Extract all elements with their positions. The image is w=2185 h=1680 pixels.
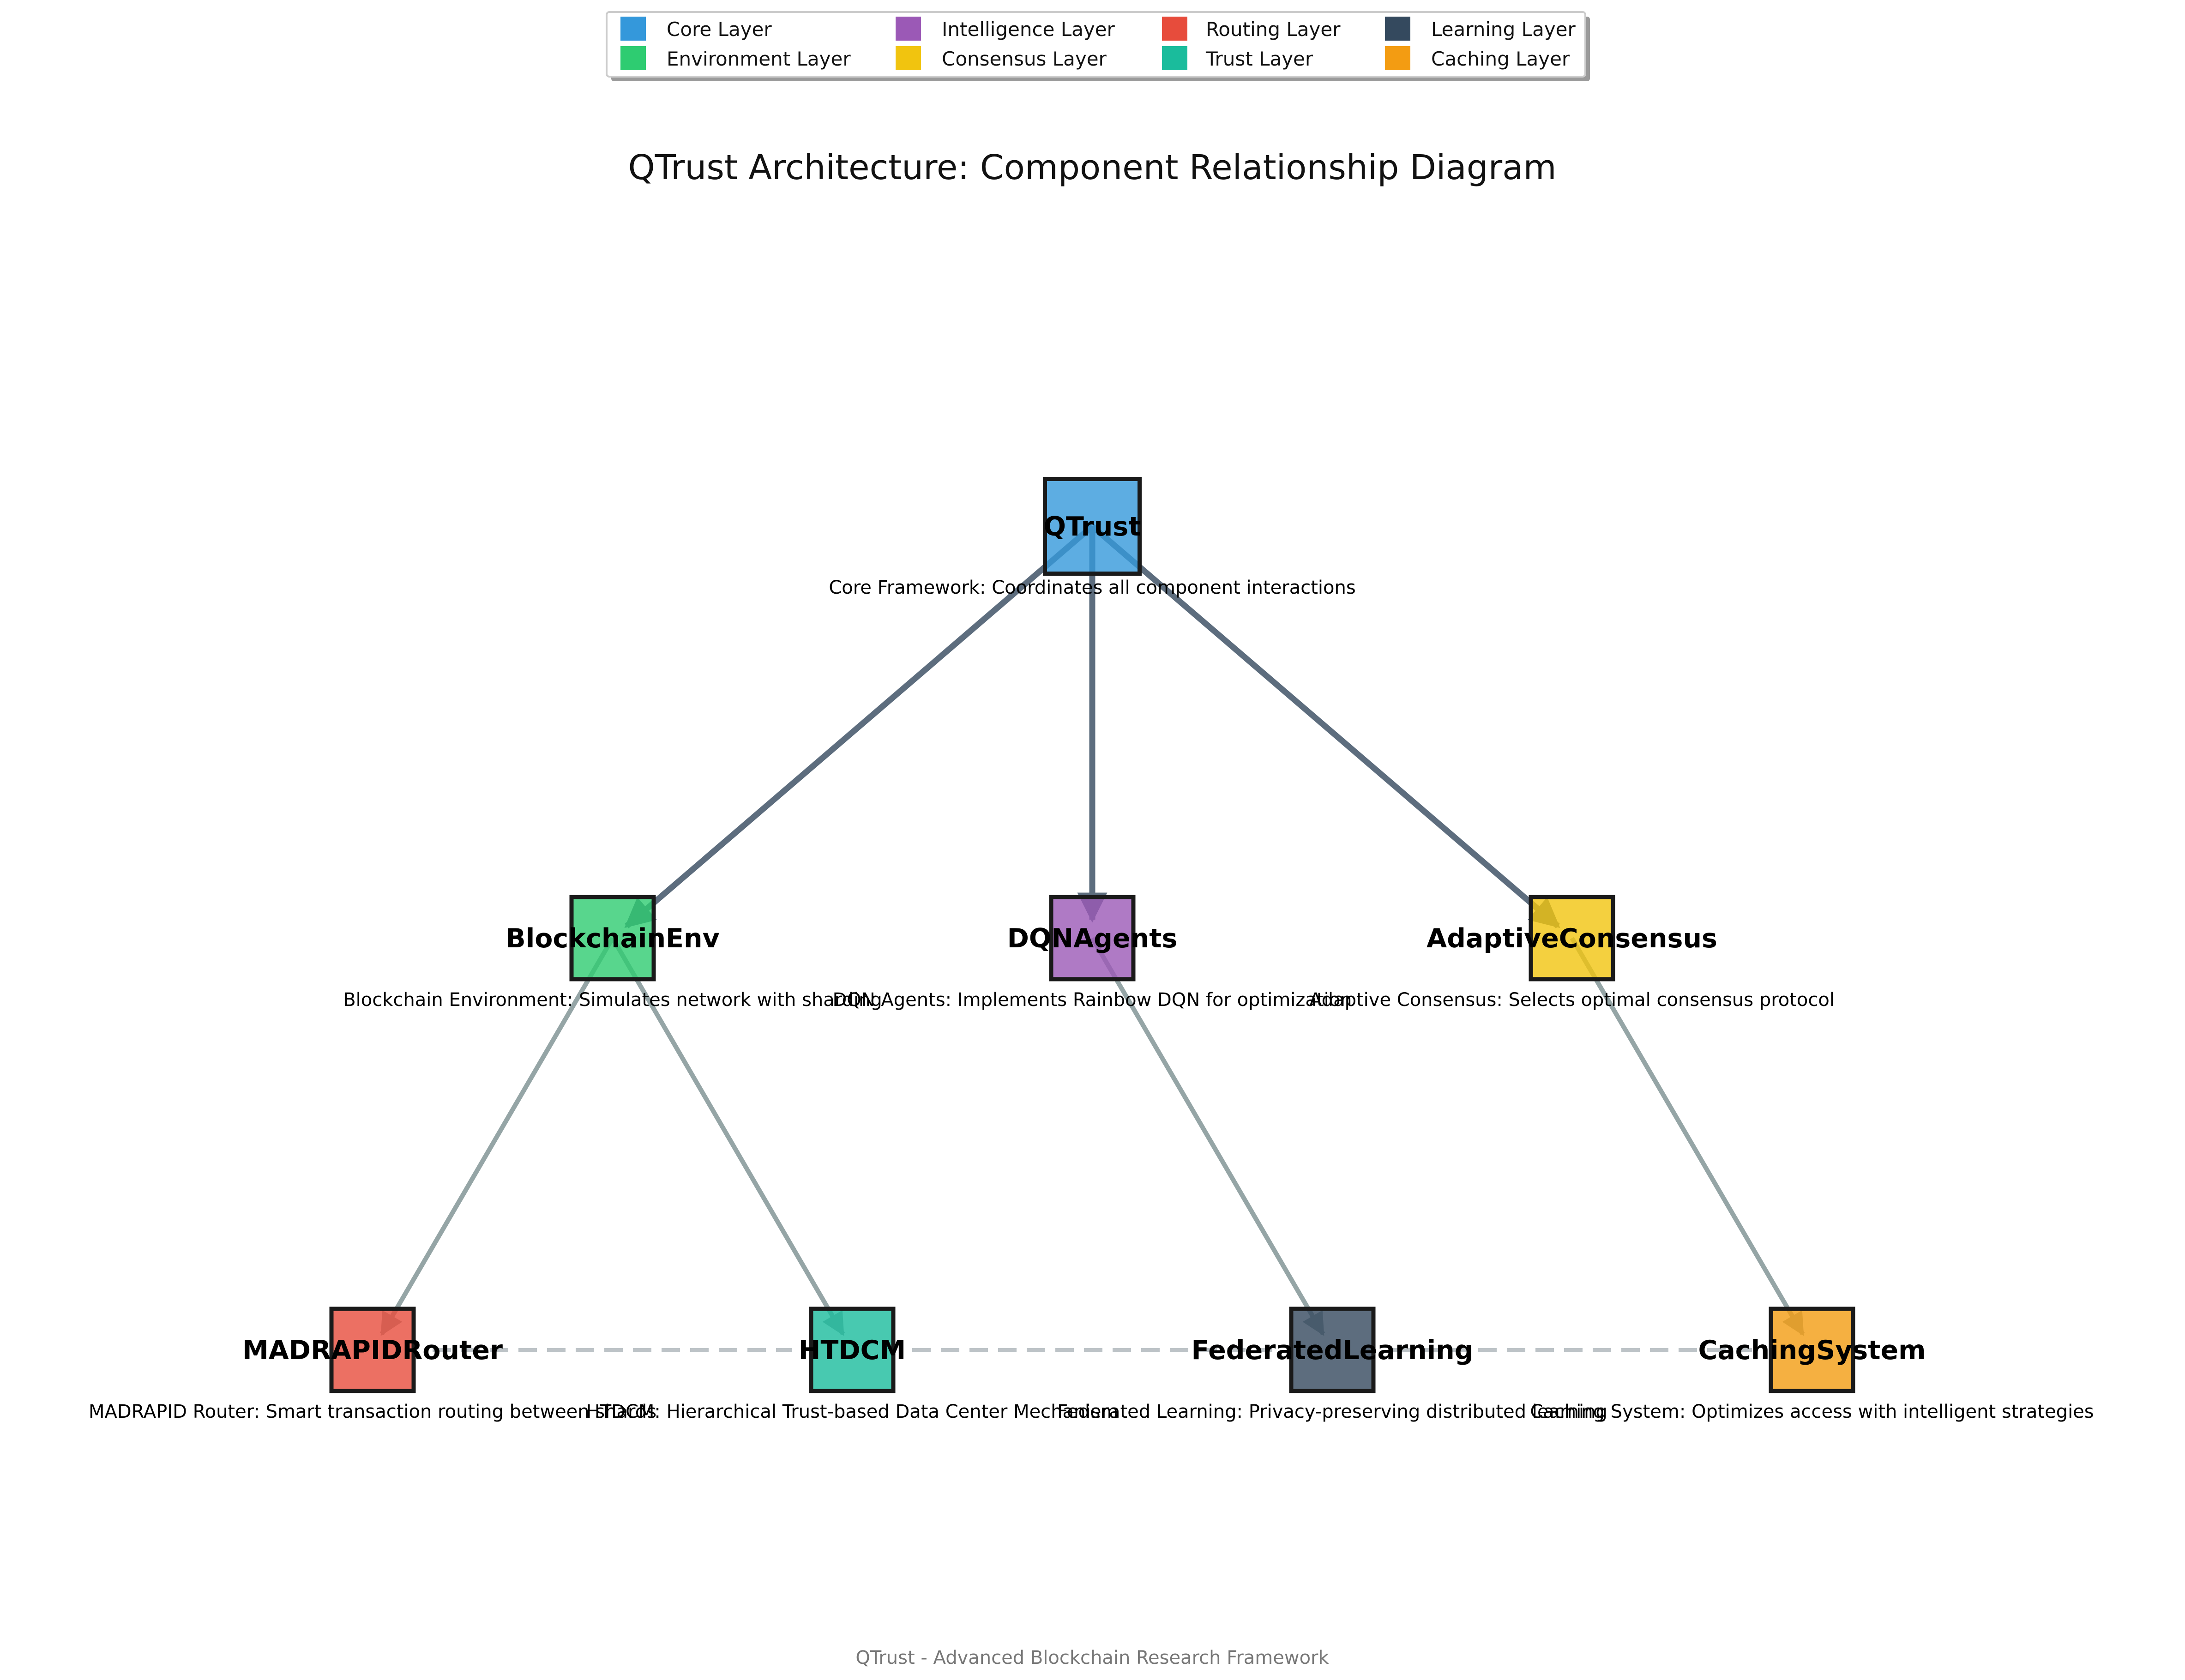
legend-swatch-caching xyxy=(1385,46,1410,70)
legend-entry-intelligence: Intelligence Layer xyxy=(896,17,1115,41)
edge-blockchainenv-to-htdcm xyxy=(610,937,845,1336)
legend-swatch-intelligence xyxy=(896,17,921,41)
legend-label-trust: Trust Layer xyxy=(1205,48,1313,70)
node-label-qtrust: QTrust xyxy=(1044,512,1141,542)
legend: Core Layer Environment Layer Intelligenc… xyxy=(606,11,1590,81)
node-description-blockchainenv: Blockchain Environment: Simulates networ… xyxy=(343,989,882,1011)
node-label-dqnagents: DQNAgents xyxy=(1007,923,1178,954)
node-description-madrapidrouter: MADRAPID Router: Smart transaction routi… xyxy=(89,1401,656,1422)
edge-dqnagents-to-federatedlearning xyxy=(1090,937,1325,1336)
node-box-adaptiveconsensus xyxy=(1529,895,1615,982)
legend-swatch-consensus xyxy=(896,46,921,70)
node-box-htdcm xyxy=(809,1307,896,1393)
edges-layer xyxy=(379,524,1805,1352)
node-box-dqnagents xyxy=(1049,895,1136,982)
node-label-cachingsystem: CachingSystem xyxy=(1698,1335,1926,1366)
legend-label-routing: Routing Layer xyxy=(1206,18,1341,41)
node-box-federatedlearning xyxy=(1289,1307,1376,1393)
legend-swatch-environment xyxy=(620,46,646,70)
node-box-madrapidrouter xyxy=(329,1307,416,1393)
legend-label-learning: Learning Layer xyxy=(1431,18,1576,41)
legend-swatch-routing xyxy=(1162,17,1187,41)
legend-entry-consensus: Consensus Layer xyxy=(896,46,1107,70)
node-description-htdcm: HTDCM: Hierarchical Trust-based Data Cen… xyxy=(586,1401,1119,1422)
legend-entry-learning: Learning Layer xyxy=(1385,17,1576,41)
legend-label-core: Core Layer xyxy=(667,18,772,41)
node-description-adaptiveconsensus: Adaptive Consensus: Selects optimal cons… xyxy=(1309,989,1835,1011)
legend-label-intelligence: Intelligence Layer xyxy=(942,18,1115,41)
legend-label-environment: Environment Layer xyxy=(667,48,851,70)
node-label-adaptiveconsensus: AdaptiveConsensus xyxy=(1427,923,1717,954)
legend-entry-caching: Caching Layer xyxy=(1385,46,1570,70)
node-label-madrapidrouter: MADRAPIDRouter xyxy=(242,1335,503,1366)
edge-qtrust-to-adaptiveconsensus xyxy=(1090,524,1560,928)
node-box-qtrust xyxy=(1043,477,1142,576)
node-label-htdcm: HTDCM xyxy=(799,1335,906,1366)
legend-label-caching: Caching Layer xyxy=(1431,48,1570,70)
legend-swatch-core xyxy=(620,17,646,41)
legend-entry-environment: Environment Layer xyxy=(620,46,851,70)
footer-caption: QTrust - Advanced Blockchain Research Fr… xyxy=(855,1647,1329,1668)
node-box-cachingsystem xyxy=(1769,1307,1855,1393)
edge-blockchainenv-to-madrapidrouter xyxy=(379,937,615,1336)
legend-entry-trust: Trust Layer xyxy=(1162,46,1313,70)
edge-qtrust-to-blockchainenv xyxy=(624,524,1095,928)
legend-entry-routing: Routing Layer xyxy=(1162,17,1341,41)
node-box-blockchainenv xyxy=(569,895,656,982)
node-description-qtrust: Core Framework: Coordinates all componen… xyxy=(829,577,1355,598)
edge-adaptiveconsensus-to-cachingsystem xyxy=(1570,937,1805,1336)
legend-swatch-trust xyxy=(1162,46,1187,70)
legend-swatch-learning xyxy=(1385,17,1410,41)
node-description-cachingsystem: Caching System: Optimizes access with in… xyxy=(1530,1401,2094,1422)
node-description-federatedlearning: Federated Learning: Privacy-preserving d… xyxy=(1057,1401,1607,1422)
node-htdcm: HTDCM HTDCM: Hierarchical Trust-based Dat… xyxy=(586,1307,1119,1422)
legend-entry-core: Core Layer xyxy=(620,17,772,41)
node-description-dqnagents: DQN Agents: Implements Rainbow DQN for o… xyxy=(832,989,1352,1011)
diagram-title: QTrust Architecture: Component Relations… xyxy=(628,148,1556,187)
node-label-federatedlearning: FederatedLearning xyxy=(1191,1335,1473,1366)
node-label-blockchainenv: BlockchainEnv xyxy=(506,923,719,954)
legend-label-consensus: Consensus Layer xyxy=(942,48,1107,70)
